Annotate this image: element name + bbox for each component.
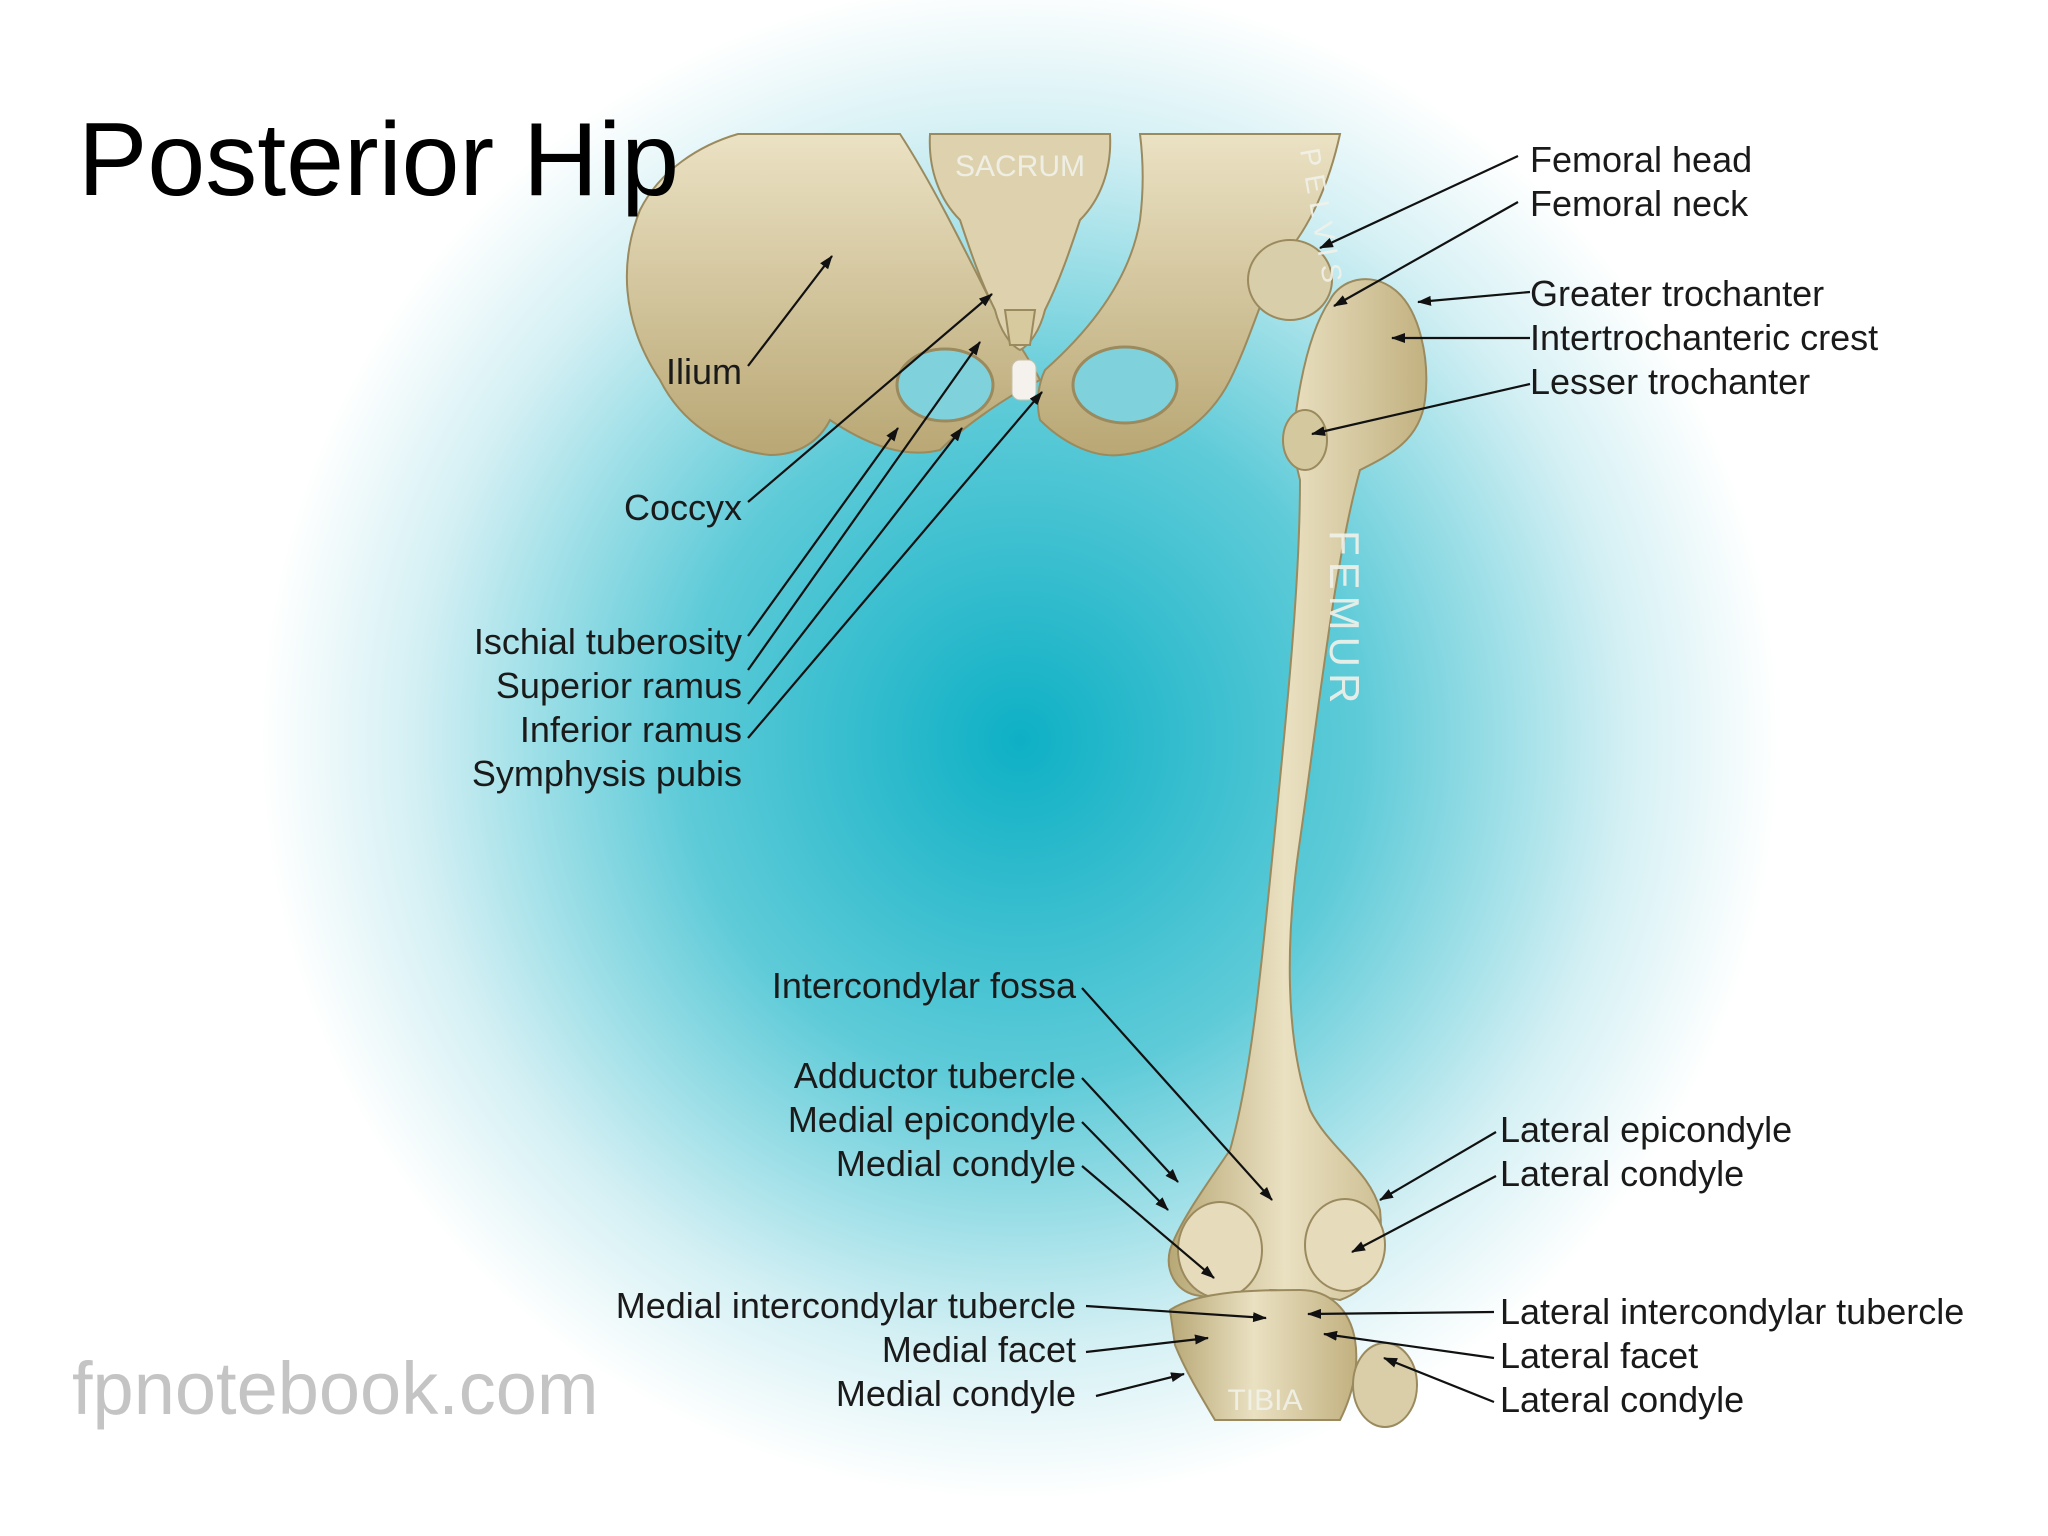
- label-femoral-head: Femoral head: [1530, 139, 1753, 180]
- leader-inferior-ramus: [747, 427, 963, 705]
- label-femoral-neck: Femoral neck: [1530, 183, 1749, 224]
- label-inferior-ramus: Inferior ramus: [519, 709, 742, 750]
- leader-medial-facet: [1085, 1334, 1209, 1354]
- label-intertrochanteric-crest: Intertrochanteric crest: [1530, 317, 1879, 358]
- leader-symphysis-pubis: [747, 391, 1043, 739]
- label-ischial-tuberosity: Ischial tuberosity: [473, 621, 742, 662]
- label-lateral-condyle: Lateral condyle: [1500, 1153, 1745, 1194]
- label-lateral-tibial-condyle: Lateral condyle: [1500, 1379, 1745, 1420]
- leader-ilium: [747, 255, 833, 367]
- leader-lines: [747, 155, 1531, 1404]
- label-adductor-tubercle: Adductor tubercle: [793, 1055, 1076, 1096]
- pelvis-bone: SACRUM: [625, 133, 1342, 457]
- leader-lesser-trochanter: [1311, 382, 1531, 436]
- label-intercondylar-fossa: Intercondylar fossa: [771, 965, 1076, 1006]
- label-medial-facet: Medial facet: [881, 1329, 1076, 1370]
- leader-lateral-intercondylar-tubercle: [1307, 1308, 1495, 1319]
- leader-femoral-neck: [1333, 201, 1519, 307]
- label-medial-intercondylar-tubercle: Medial intercondylar tubercle: [615, 1285, 1076, 1326]
- page-title: Posterior Hip: [78, 102, 680, 218]
- leader-adductor-tubercle: [1081, 1077, 1179, 1183]
- leader-lateral-epicondyle: [1379, 1131, 1497, 1201]
- leader-coccyx: [747, 293, 993, 503]
- label-coccyx: Coccyx: [623, 487, 742, 528]
- leader-lateral-condyle: [1351, 1175, 1497, 1253]
- label-ilium: Ilium: [665, 351, 742, 392]
- leader-femoral-head: [1319, 155, 1519, 249]
- leader-medial-tibial-condyle: [1095, 1372, 1185, 1398]
- leader-lateral-tibial-condyle: [1383, 1356, 1495, 1404]
- label-lateral-intercondylar-tubercle: Lateral intercondylar tubercle: [1500, 1291, 1965, 1332]
- femur-bone-label: FEMUR: [1321, 530, 1368, 709]
- label-lateral-epicondyle: Lateral epicondyle: [1500, 1109, 1793, 1150]
- leader-lateral-facet: [1323, 1330, 1495, 1360]
- label-symphysis-pubis: Symphysis pubis: [471, 753, 742, 794]
- label-lateral-facet: Lateral facet: [1500, 1335, 1699, 1376]
- label-superior-ramus: Superior ramus: [495, 665, 742, 706]
- label-lesser-trochanter: Lesser trochanter: [1530, 361, 1811, 402]
- leader-medial-epicondyle: [1081, 1121, 1169, 1211]
- label-greater-trochanter: Greater trochanter: [1530, 273, 1825, 314]
- label-medial-epicondyle: Medial epicondyle: [787, 1099, 1076, 1140]
- leader-ischial-tuberosity: [747, 427, 899, 637]
- label-medial-condyle: Medial condyle: [835, 1143, 1076, 1184]
- watermark: fpnotebook.com: [72, 1347, 599, 1430]
- label-medial-tibial-condyle: Medial condyle: [835, 1373, 1076, 1414]
- leader-superior-ramus: [747, 341, 981, 671]
- leader-intercondylar-fossa: [1081, 987, 1273, 1201]
- leader-greater-trochanter: [1417, 290, 1531, 306]
- leader-medial-condyle: [1081, 1165, 1215, 1279]
- sacrum-bone-label: SACRUM: [955, 150, 1085, 183]
- tibia-bone-label: TIBIA: [1227, 1384, 1302, 1417]
- leader-medial-intercondylar-tubercle: [1085, 1304, 1267, 1323]
